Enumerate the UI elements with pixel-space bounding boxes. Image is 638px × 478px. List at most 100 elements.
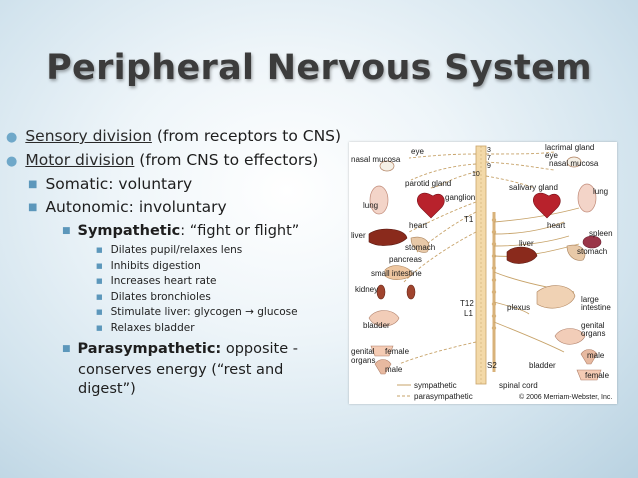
label-bladder-left: bladder xyxy=(363,321,390,330)
bullet-sympathetic: ■ Sympathetic: “fight or flight” xyxy=(6,222,344,243)
sympathetic-description: : “fight or flight” xyxy=(180,223,300,239)
eye-left-icon xyxy=(379,160,395,172)
nerve-fibers xyxy=(398,151,580,365)
liver-left-icon xyxy=(368,228,408,246)
label-male-left: male xyxy=(385,365,403,374)
stomach-left-icon xyxy=(410,236,430,253)
label-large-intestine-1: large xyxy=(581,295,599,304)
legend-sympathetic: sympathetic xyxy=(414,381,457,390)
label-cranial-7: 7 xyxy=(487,155,491,162)
label-nasal-mucosa-left: nasal mucosa xyxy=(351,155,401,164)
bullet-autonomic: ■Autonomic: involuntary xyxy=(6,197,344,220)
kidney-icon xyxy=(406,284,416,300)
bullet-square: ■ xyxy=(62,226,71,236)
label-salivary-gland: salivary gland xyxy=(509,183,558,192)
bullet-square: ■ xyxy=(96,292,103,301)
genital-male-left-icon xyxy=(374,359,392,375)
pancreas-icon xyxy=(384,265,414,280)
somatic-text: Somatic: voluntary xyxy=(45,175,193,193)
label-plexus: plexus xyxy=(507,303,530,312)
label-nasal-mucosa-right: nasal mucosa xyxy=(549,159,599,168)
list-item: ■Inhibits digestion xyxy=(6,259,344,275)
bladder-left-icon xyxy=(368,310,400,327)
label-female-left: female xyxy=(385,347,410,356)
label-genital-left-1: genital xyxy=(351,347,375,356)
sympathetic-chain xyxy=(491,212,497,372)
bladder-right-icon xyxy=(554,328,586,345)
autonomic-nervous-system-figure: eye nasal mucosa parotid gland lung hear… xyxy=(349,142,617,404)
sympathetic-term: Sympathetic xyxy=(77,223,181,239)
sensory-description: (from receptors to CNS) xyxy=(151,127,342,145)
lung-left-icon xyxy=(369,185,389,215)
label-spleen: spleen xyxy=(589,229,613,238)
legend-parasympathetic: parasympathetic xyxy=(414,392,473,401)
liver-right-icon xyxy=(506,246,538,264)
label-genital-right-1: genital xyxy=(581,321,605,330)
bullet-square: ■ xyxy=(28,179,38,190)
motor-division-term: Motor division xyxy=(25,151,135,169)
heart-left-icon xyxy=(417,192,445,219)
genital-male-right-icon xyxy=(580,349,598,365)
genital-female-left-icon xyxy=(370,345,394,357)
label-cranial-10: 10 xyxy=(472,171,480,178)
bullet-square: ■ xyxy=(96,246,103,254)
label-parotid-gland: parotid gland xyxy=(405,179,451,188)
label-eye-left: eye xyxy=(411,147,424,156)
label-eye-right: eye xyxy=(545,151,558,160)
label-liver-left: liver xyxy=(351,231,366,240)
sensory-division-term: Sensory division xyxy=(25,127,152,145)
organ-illustrations xyxy=(368,156,602,381)
label-lung-left: lung xyxy=(363,201,378,210)
label-small-intestine: small intestine xyxy=(371,269,422,278)
bullet-somatic: ■ Somatic: voluntary xyxy=(6,174,344,197)
label-kidney: kidney xyxy=(355,285,378,294)
parasympathetic-description: opposite - conserves energy (“rest and d… xyxy=(78,341,299,397)
label-heart-left: heart xyxy=(409,221,428,230)
label-cranial-3: 3 xyxy=(487,147,491,154)
list-item: ■ Stimulate liver: glycogen → glucose xyxy=(6,305,344,321)
bullet-motor: ● Motor division (from CNS to effectors) xyxy=(6,150,344,172)
heart-right-icon xyxy=(533,192,561,219)
label-liver-right: liver xyxy=(519,239,534,248)
label-heart-right: heart xyxy=(547,221,566,230)
sympathetic-effect: Dilates bronchioles xyxy=(110,290,211,303)
list-item: ■ Dilates pupil/relaxes lens xyxy=(6,243,344,259)
spleen-icon xyxy=(582,235,602,249)
label-lacrimal-gland: lacrimal gland xyxy=(545,143,594,152)
bullet-sensory: ● Sensory division (from receptors to CNS… xyxy=(6,126,344,148)
label-lung-right: lung xyxy=(593,187,608,196)
sympathetic-effect: Inhibits digestion xyxy=(110,259,201,272)
figure-svg: eye nasal mucosa parotid gland lung hear… xyxy=(351,143,613,401)
label-stomach-left: stomach xyxy=(405,243,435,252)
list-item: ■Increases heart rate xyxy=(6,274,344,290)
label-t1: T1 xyxy=(464,215,474,224)
parasympathetic-term: Parasympathetic: xyxy=(77,341,222,357)
bullet-dot: ● xyxy=(6,130,18,145)
label-large-intestine-2: intestine xyxy=(581,303,611,312)
bullet-dot: ● xyxy=(6,154,18,169)
label-bladder-right: bladder xyxy=(529,361,556,370)
bullet-parasympathetic: ■Parasympathetic: opposite - conserves e… xyxy=(6,340,344,399)
label-ganglion: ganglion xyxy=(445,193,475,202)
label-genital-right-2: organs xyxy=(581,329,605,338)
bullet-square: ■ xyxy=(96,308,103,316)
bullet-square: ■ xyxy=(96,323,103,332)
genital-female-right-icon xyxy=(576,369,602,381)
label-female-right: female xyxy=(585,371,610,380)
list-item: ■ Dilates bronchioles xyxy=(6,290,344,306)
slide-title: Peripheral Nervous System xyxy=(46,48,592,88)
lung-right-icon xyxy=(577,183,597,213)
label-pancreas: pancreas xyxy=(389,255,422,264)
list-item: ■ Relaxes bladder xyxy=(6,321,344,337)
sympathetic-effect: Relaxes bladder xyxy=(110,321,195,334)
bullet-list: ● Sensory division (from receptors to CNS… xyxy=(6,126,344,399)
label-t12: T12 xyxy=(460,299,474,308)
motor-description: (from CNS to effectors) xyxy=(134,151,319,169)
sympathetic-effect: Stimulate liver: glycogen → glucose xyxy=(110,306,298,318)
large-intestine-icon xyxy=(536,285,576,309)
sympathetic-effect: Dilates pupil/relaxes lens xyxy=(110,244,243,256)
copyright-text: © 2006 Merriam-Webster, Inc. xyxy=(519,393,612,401)
kidney-icon xyxy=(376,284,386,300)
label-genital-left-2: organs xyxy=(351,356,375,365)
stomach-right-icon xyxy=(566,244,586,261)
